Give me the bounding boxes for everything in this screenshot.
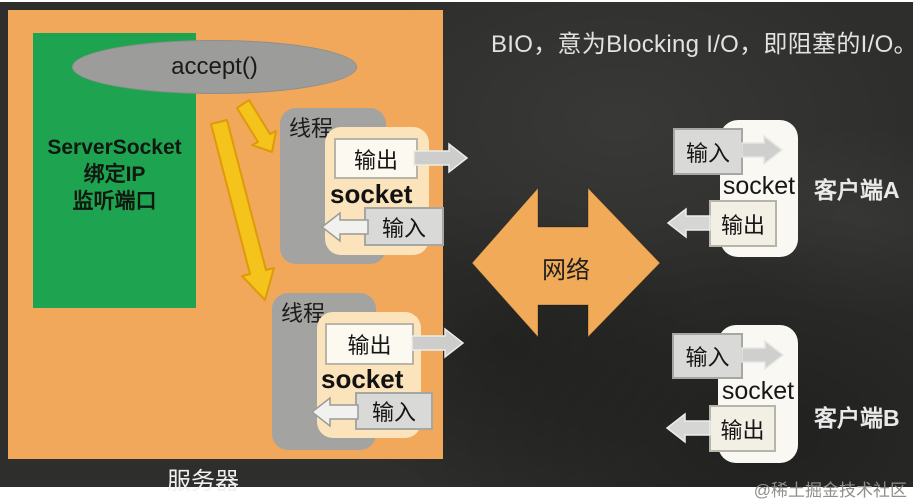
client-b-socket-label: socket: [721, 377, 795, 405]
server-socket-2-input-label: 输入: [371, 400, 416, 425]
client-b-output-box: 输出: [709, 405, 776, 452]
accept-ellipse: accept(): [72, 40, 357, 94]
server-socket-1-output-label: 输出: [353, 147, 398, 173]
client-a-input-label: 输入: [685, 140, 730, 166]
network-label: 网络: [542, 257, 590, 284]
client-a-input-box: 输入: [673, 128, 743, 175]
client-a-name: 客户端A: [814, 177, 900, 203]
server-socket-1-label: socket: [330, 179, 413, 209]
client-b-input-box: 输入: [672, 333, 743, 379]
server-socket-2-input-box: 输入: [355, 392, 433, 430]
server-socket-1-input-box: 输入: [364, 207, 444, 246]
watermark: @稀土掘金技术社区: [753, 481, 907, 500]
listener-line-1: ServerSocket: [47, 136, 182, 159]
server-caption: 服务器: [167, 468, 239, 495]
listener-line-3: 监听端口: [72, 190, 157, 213]
client-a-output-box: 输出: [709, 200, 777, 247]
server-socket-1-output-box: 输出: [334, 138, 418, 179]
client-b-output-label: 输出: [720, 417, 765, 443]
server-socket-2-label: socket: [321, 364, 404, 394]
accept-label: accept(): [171, 53, 258, 80]
server-socket-2-output-box: 输出: [325, 323, 414, 365]
listener-line-2: 绑定IP: [83, 163, 146, 186]
page-title: BIO，意为Blocking I/O，即阻塞的I/O。: [491, 31, 913, 58]
client-a-output-label: 输出: [720, 212, 765, 238]
server-socket-1-input-label: 输入: [381, 215, 426, 241]
client-b-name: 客户端B: [814, 405, 900, 431]
server-socket-2-output-label: 输出: [347, 333, 392, 358]
server-socket-listener-text: ServerSocket 绑定IP 监听端口: [33, 134, 196, 215]
client-b-input-label: 输入: [685, 345, 730, 370]
client-a-socket-label: socket: [722, 172, 796, 200]
